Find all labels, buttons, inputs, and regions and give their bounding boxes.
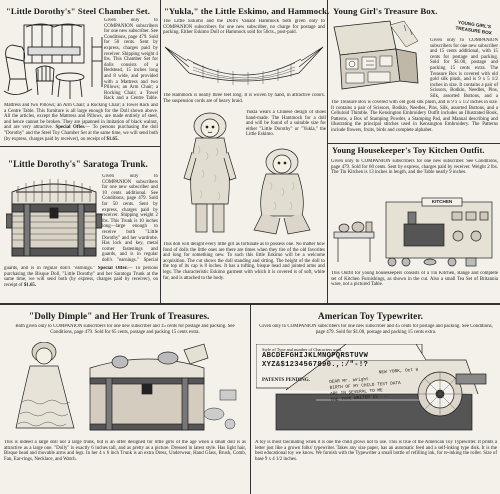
eskimo-doll-sitting-illustration [250, 148, 314, 238]
chamber-set-text: Given only to COMPANION subscribers for … [104, 18, 158, 102]
chamber-set-title: "Little Dorothy's" Steel Chamber Set. [6, 6, 150, 16]
vertical-rule-bottom [250, 305, 251, 494]
horizontal-rule-left [0, 146, 160, 147]
typewriter-type-caption: Style of Type and number of Characters u… [262, 347, 343, 352]
dimple-text-bottom: This is indeed a large doll nor a large … [4, 440, 246, 462]
kitchen-sign-label: KITCHEN [431, 199, 453, 204]
chamber-set-text-cont: Mattress and two Pillows; an Arm Chair; … [4, 103, 158, 142]
vertical-rule-right [327, 0, 328, 303]
typewriter-text-top: Given only to COMPANION subscribers for … [259, 324, 493, 335]
treasure-box-text: Given only to COMPANION subscribers for … [430, 38, 498, 100]
dimple-text-top: Both given only to COMPANION subscribers… [15, 324, 235, 335]
typewriter-text-bottom: A toy is most fascinating when it is one… [255, 440, 497, 462]
treasure-box-text-cont: The Treasure Box is covered with old gol… [331, 100, 498, 133]
horizontal-rule-middle [0, 303, 500, 305]
hammock-note: Yukla wears a Chinese design of shoes ha… [246, 110, 326, 138]
trunk-text-cont: guards, and is in regular doll's "earnin… [4, 266, 158, 288]
horizontal-rule-right [327, 143, 500, 144]
trunk-illustration [6, 174, 102, 262]
eskimo-title: "Yukla," the Little Eskimo, and Hammock. [164, 6, 330, 16]
kitchen-illustration [332, 196, 498, 268]
treasure-box-title: Young Girl's Treasure Box. [333, 6, 438, 16]
typewriter-type-numbers: XYZ&$1234567890.,:/"-!? [262, 361, 369, 369]
typewriter-illustration [256, 344, 496, 438]
kitchen-title: Young Housekeeper's Toy Kitchen Outfit. [332, 146, 485, 155]
trunk-text: Given only to COMPANION subscribers for … [102, 174, 158, 264]
eskimo-text-top: The Little Eskimo and the Doll's Valiant… [163, 19, 325, 36]
typewriter-patents-text: PATENTS PENDING. [262, 378, 310, 383]
chamber-set-illustration [2, 17, 104, 105]
trunk-title: "Little Dorothy's" Saratoga Trunk. [8, 159, 148, 169]
treasure-box-label: YOUNG GIRL'S TREASURE BOX [455, 19, 493, 36]
hammock-caption: The Hammock is nearly three feet long. I… [163, 93, 325, 104]
dimple-illustration [8, 342, 244, 436]
eskimo-doll-standing-illustration [182, 112, 238, 236]
treasure-box-illustration [330, 19, 426, 97]
kitchen-text-bottom: This Outfit for young housekeepers consi… [331, 271, 498, 288]
dimple-title: "Dolly Dimple" and Her Trunk of Treasure… [29, 311, 210, 321]
typewriter-type-alphabet: ABCDEFGHIJKLMNOPQRSTUVW [262, 352, 369, 360]
hammock-illustration [163, 43, 325, 91]
kitchen-text: Given only to COMPANION subscribers for … [331, 159, 498, 176]
eskimo-text-bottom: This doll will delight every little girl… [163, 242, 325, 281]
typewriter-title: American Toy Typewriter. [318, 311, 424, 321]
vertical-rule-left [160, 0, 161, 303]
typewriter-paper: NEW YORK, Oct 9 DEAR Mr. Wright BIRTH OF… [329, 366, 442, 414]
